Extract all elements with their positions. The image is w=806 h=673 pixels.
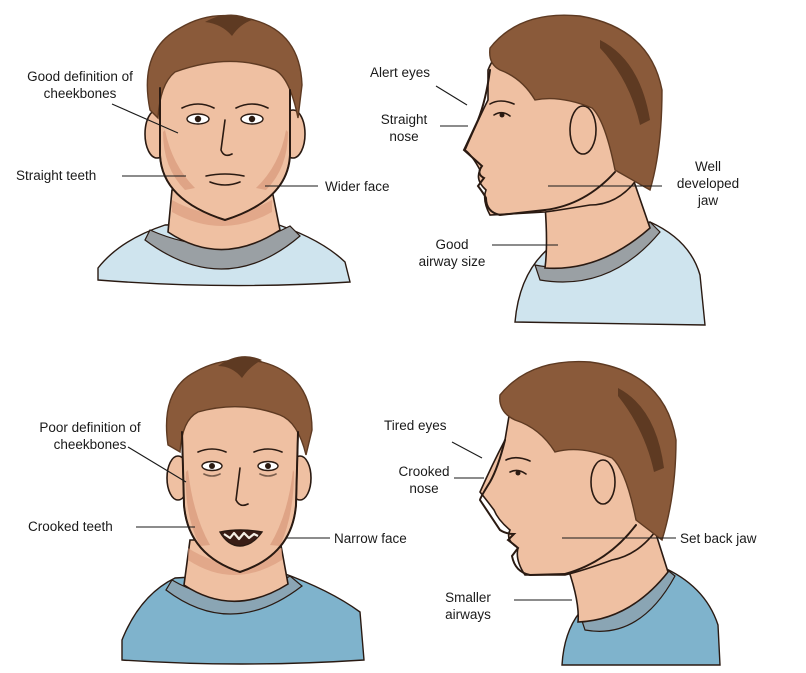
pointer-eyes — [435, 85, 468, 106]
label-tired-eyes: Tired eyes — [384, 418, 447, 433]
unhealthy-front-face — [121, 356, 365, 665]
label-crooked-teeth: Crooked teeth — [28, 519, 113, 534]
pupil — [499, 112, 505, 118]
label-well-developed-jaw: Well developed jaw — [676, 159, 740, 208]
mouth — [205, 173, 245, 186]
nose — [220, 119, 233, 157]
left-pupil — [194, 115, 202, 123]
hair — [165, 359, 313, 456]
left-pupil — [209, 463, 215, 469]
ear — [569, 105, 597, 155]
jaw-line — [564, 524, 637, 575]
label-straight-teeth: Straight teeth — [16, 168, 97, 183]
cheek-shadow-right — [270, 470, 294, 546]
cheek-shadow-left — [163, 130, 195, 190]
ear — [590, 459, 616, 505]
crooked-teeth — [223, 531, 259, 541]
pupil — [515, 470, 521, 476]
label-crooked-nose: Crooked nose — [398, 464, 450, 496]
label-set-back-jaw: Set back jaw — [680, 531, 757, 546]
face-outline — [159, 87, 291, 222]
label-poor-cheekbones: Poor definition of cheekbones — [39, 420, 141, 452]
eyebrow — [505, 456, 531, 462]
label-narrow-face: Narrow face — [334, 531, 407, 546]
eye-bags — [203, 473, 277, 477]
label-good-airway-size: Good airway size — [418, 237, 486, 269]
nose — [235, 467, 249, 507]
hair-tuft — [205, 14, 252, 36]
jaw-line — [544, 171, 616, 211]
unhealthy-profile-face — [451, 360, 721, 666]
label-good-cheekbones: Good definition of cheekbones — [27, 69, 133, 101]
healthy-front-face — [97, 14, 351, 287]
pointer-eyes — [451, 441, 483, 459]
label-alert-eyes: Alert eyes — [370, 65, 431, 80]
eyebrows — [181, 103, 269, 109]
hair-strands — [618, 388, 664, 472]
pointer-cheekbones — [111, 103, 179, 134]
right-pupil — [248, 115, 256, 123]
healthy-profile-face — [435, 14, 706, 326]
label-smaller-airways: Smaller airways — [445, 590, 491, 622]
label-straight-nose: Straight nose — [380, 112, 428, 144]
pointer-cheekbones — [127, 446, 187, 483]
neck-shadow — [172, 200, 272, 226]
profile-outline — [478, 439, 566, 577]
hair-strands — [600, 40, 650, 125]
right-pupil — [265, 463, 271, 469]
cheek-shadow-right — [256, 130, 288, 190]
neck-shadow — [188, 548, 282, 575]
eyebrows — [197, 448, 283, 453]
label-wider-face: Wider face — [325, 179, 390, 194]
hair — [146, 14, 303, 120]
profile-outline — [462, 69, 546, 217]
cheek-shadow-left — [185, 470, 210, 546]
hair-tuft — [218, 356, 262, 378]
eyebrow — [489, 100, 515, 105]
